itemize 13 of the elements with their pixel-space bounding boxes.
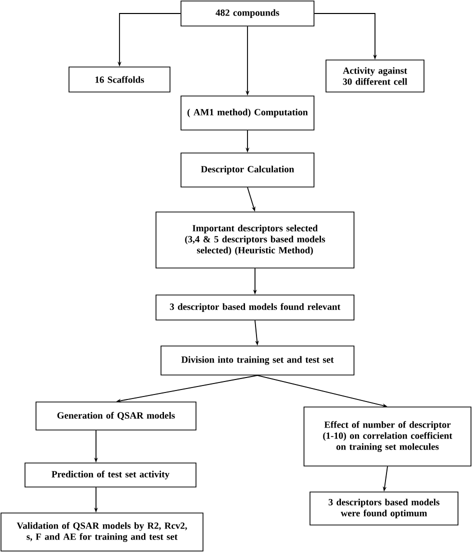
process-box: Activity against 30 different cell <box>326 60 424 92</box>
process-box: Descriptor Calculation <box>180 152 314 188</box>
process-box: Generation of QSAR models <box>36 402 196 430</box>
process-box: Division into training set and test set <box>160 346 354 376</box>
process-box: 3 descriptor based models found relevant <box>156 294 354 320</box>
process-box: 3 descriptors based models were found optimum <box>310 492 458 526</box>
process-box: Effect of number of descriptor (1-10) on correlation coefficient on training set molecules <box>304 406 472 466</box>
process-box: Validation of QSAR models by R2, Rcv2, s, F and AE for training and test set <box>0 512 204 552</box>
process-box: 482 compounds <box>180 0 314 26</box>
process-box: ( AM1 method) Computation <box>180 96 314 130</box>
process-box: 16 Scaffolds <box>68 66 170 92</box>
process-box: Prediction of test set activity <box>24 462 196 488</box>
process-box: Important descriptors selected (3,4 & 5 descriptors based models selected) (Heuristic Method) <box>156 212 354 268</box>
